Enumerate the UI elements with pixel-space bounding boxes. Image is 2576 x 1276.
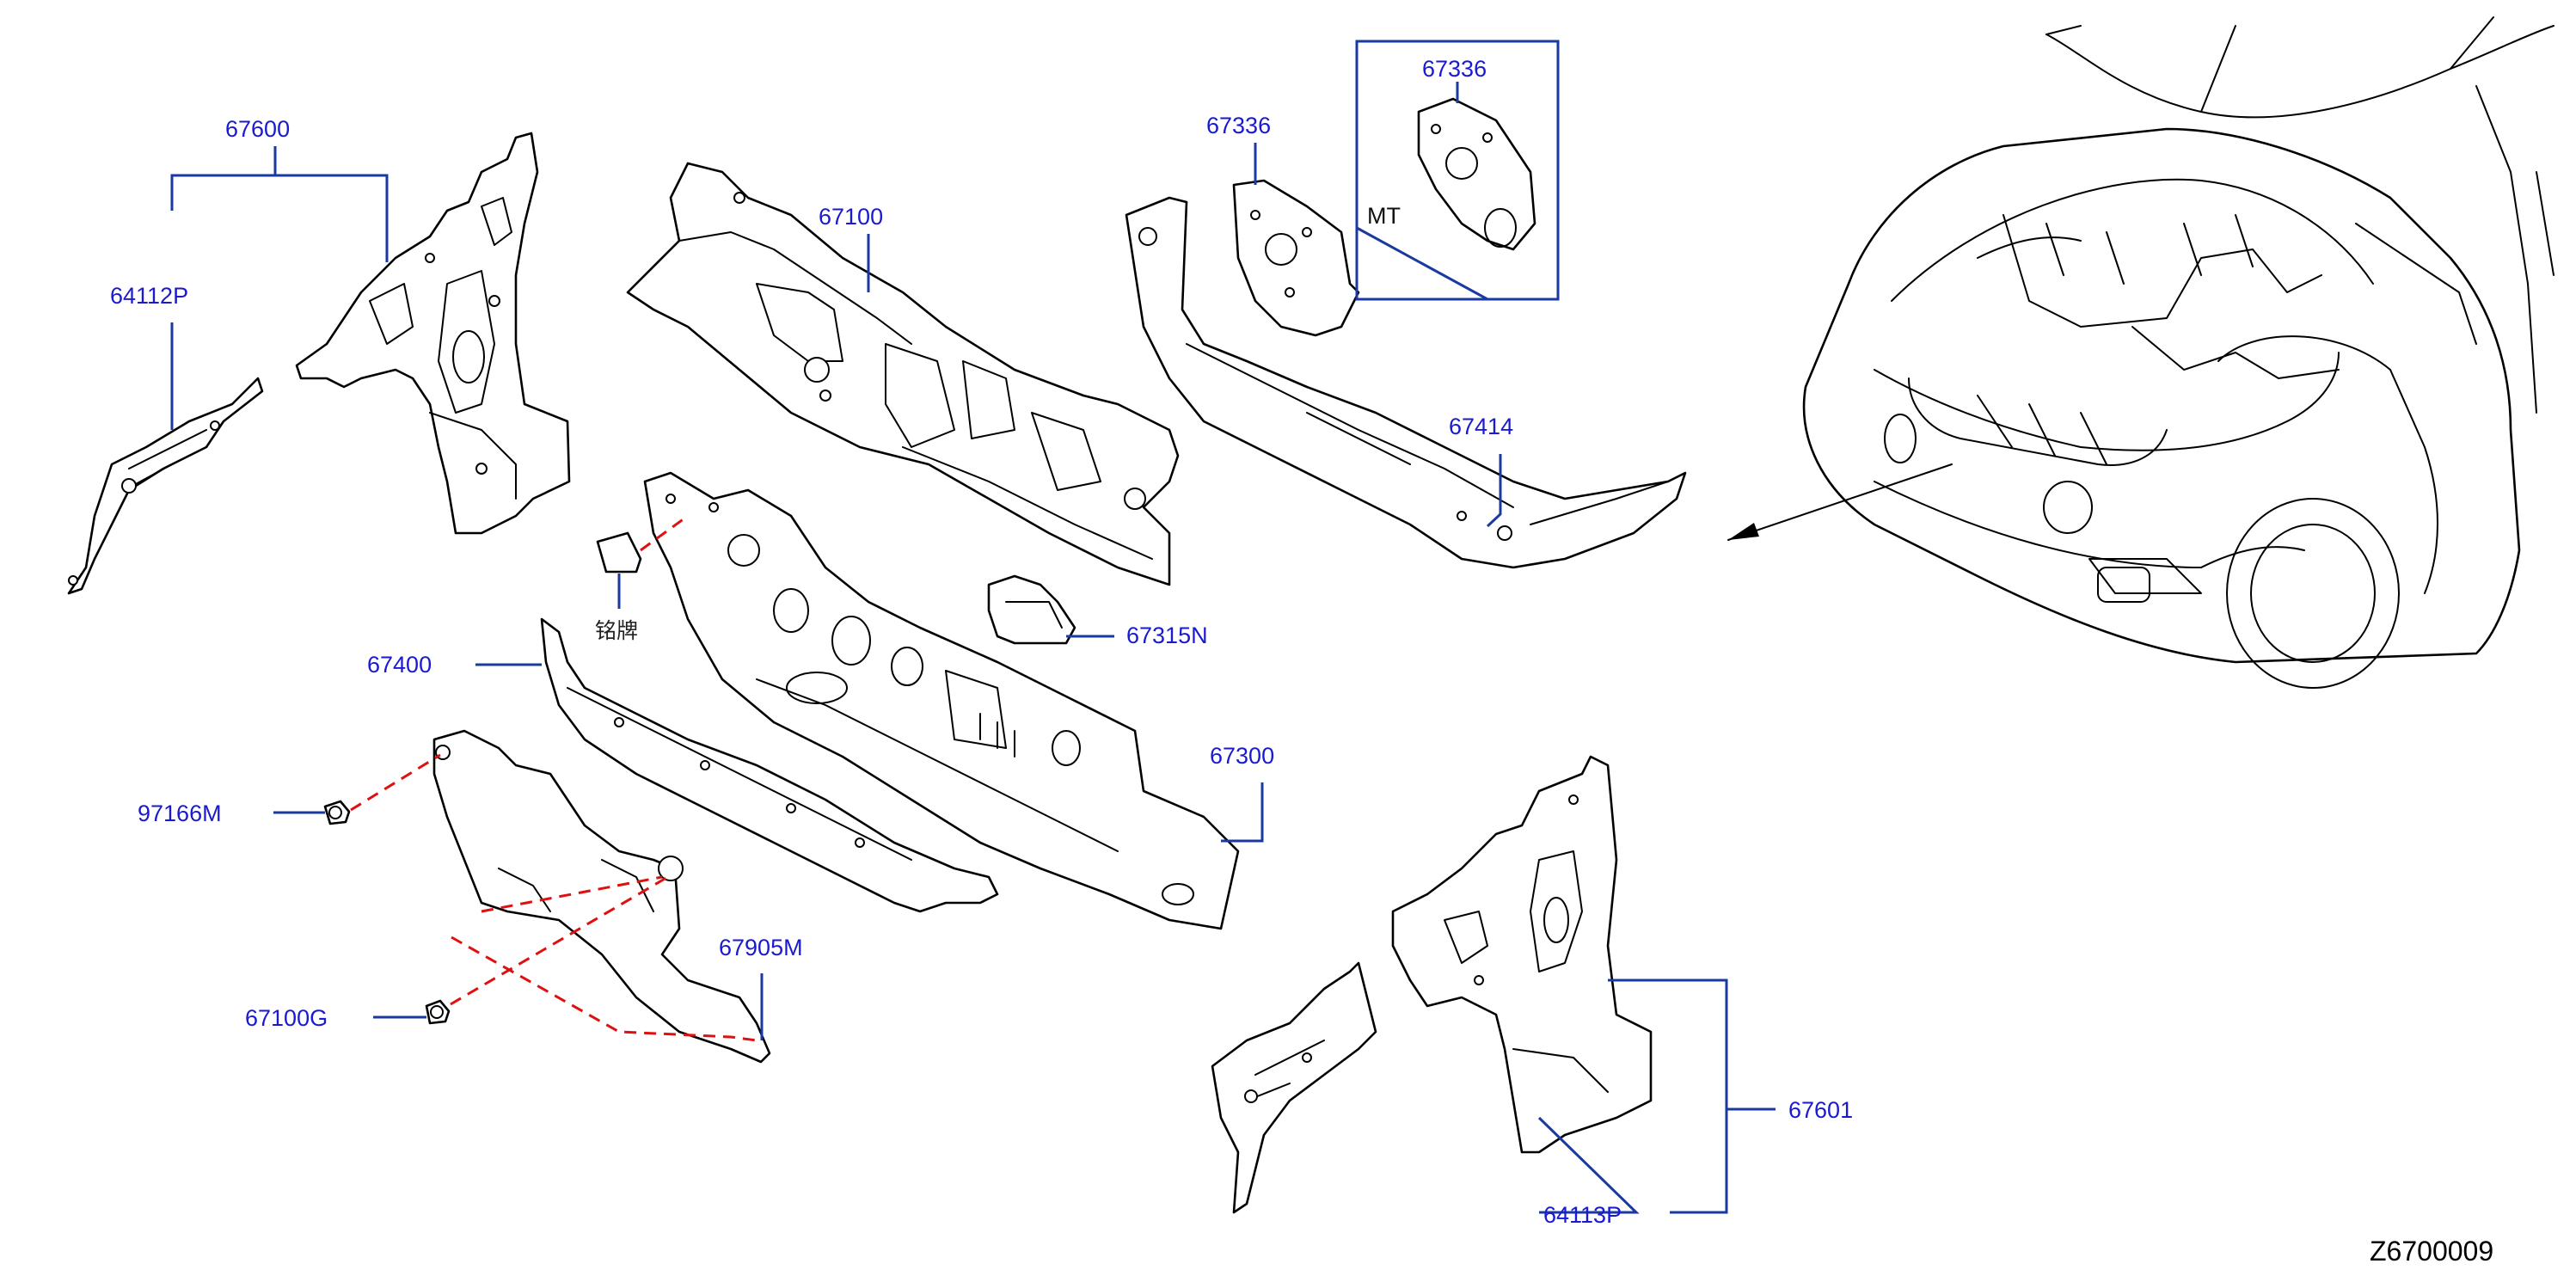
part-67100G-grommet <box>425 999 451 1025</box>
part-67601-hoodledge-rh <box>1391 755 1653 1154</box>
label-67414: 67414 <box>1449 414 1513 439</box>
vehicle-overview <box>1727 16 2555 689</box>
part-67400-cowl-lower <box>540 617 999 913</box>
connection-lines <box>350 514 757 1042</box>
part-67905M-dash-insulator <box>432 729 771 1064</box>
part-67315N-insulator <box>987 574 1076 645</box>
label-nameplate: 铭牌 <box>595 618 638 643</box>
label-97166M: 97166M <box>138 801 222 826</box>
part-64113P-hoodledge-reinforcement <box>1211 961 1377 1214</box>
part-67336-bracket-a <box>1232 179 1360 337</box>
label-67100G: 67100G <box>245 1005 328 1031</box>
label-mt: MT <box>1367 203 1401 229</box>
label-67336-b: 67336 <box>1422 56 1487 82</box>
label-67315N: 67315N <box>1126 623 1208 648</box>
part-67336-bracket-b-mt <box>1417 97 1536 251</box>
label-67300: 67300 <box>1210 743 1274 769</box>
part-nameplate <box>596 531 642 574</box>
part-64112P-hoodledge-reinforcement <box>67 377 264 595</box>
label-64113P: 64113P <box>1543 1202 1622 1228</box>
leader-lines <box>170 82 1776 1214</box>
label-67905M: 67905M <box>719 935 803 960</box>
label-67100: 67100 <box>819 204 883 230</box>
part-67414-cowl-reinforcement <box>1125 196 1687 569</box>
part-97166M-clip <box>323 800 351 825</box>
label-67600: 67600 <box>225 116 290 142</box>
mt-variant-box <box>1355 40 1560 301</box>
label-67336-a: 67336 <box>1206 113 1271 138</box>
diagram-code: Z6700009 <box>2370 1236 2493 1267</box>
callout-labels: 67600 64112P 67100 67336 67336 MT 67414 … <box>110 56 2493 1267</box>
label-67400: 67400 <box>367 652 432 678</box>
part-67600-hoodledge-lh <box>295 132 571 535</box>
part-67100-cowl-top <box>626 162 1180 586</box>
label-67601: 67601 <box>1788 1097 1853 1123</box>
label-64112P: 64112P <box>110 283 188 309</box>
part-67300-dash-panel <box>643 471 1240 930</box>
